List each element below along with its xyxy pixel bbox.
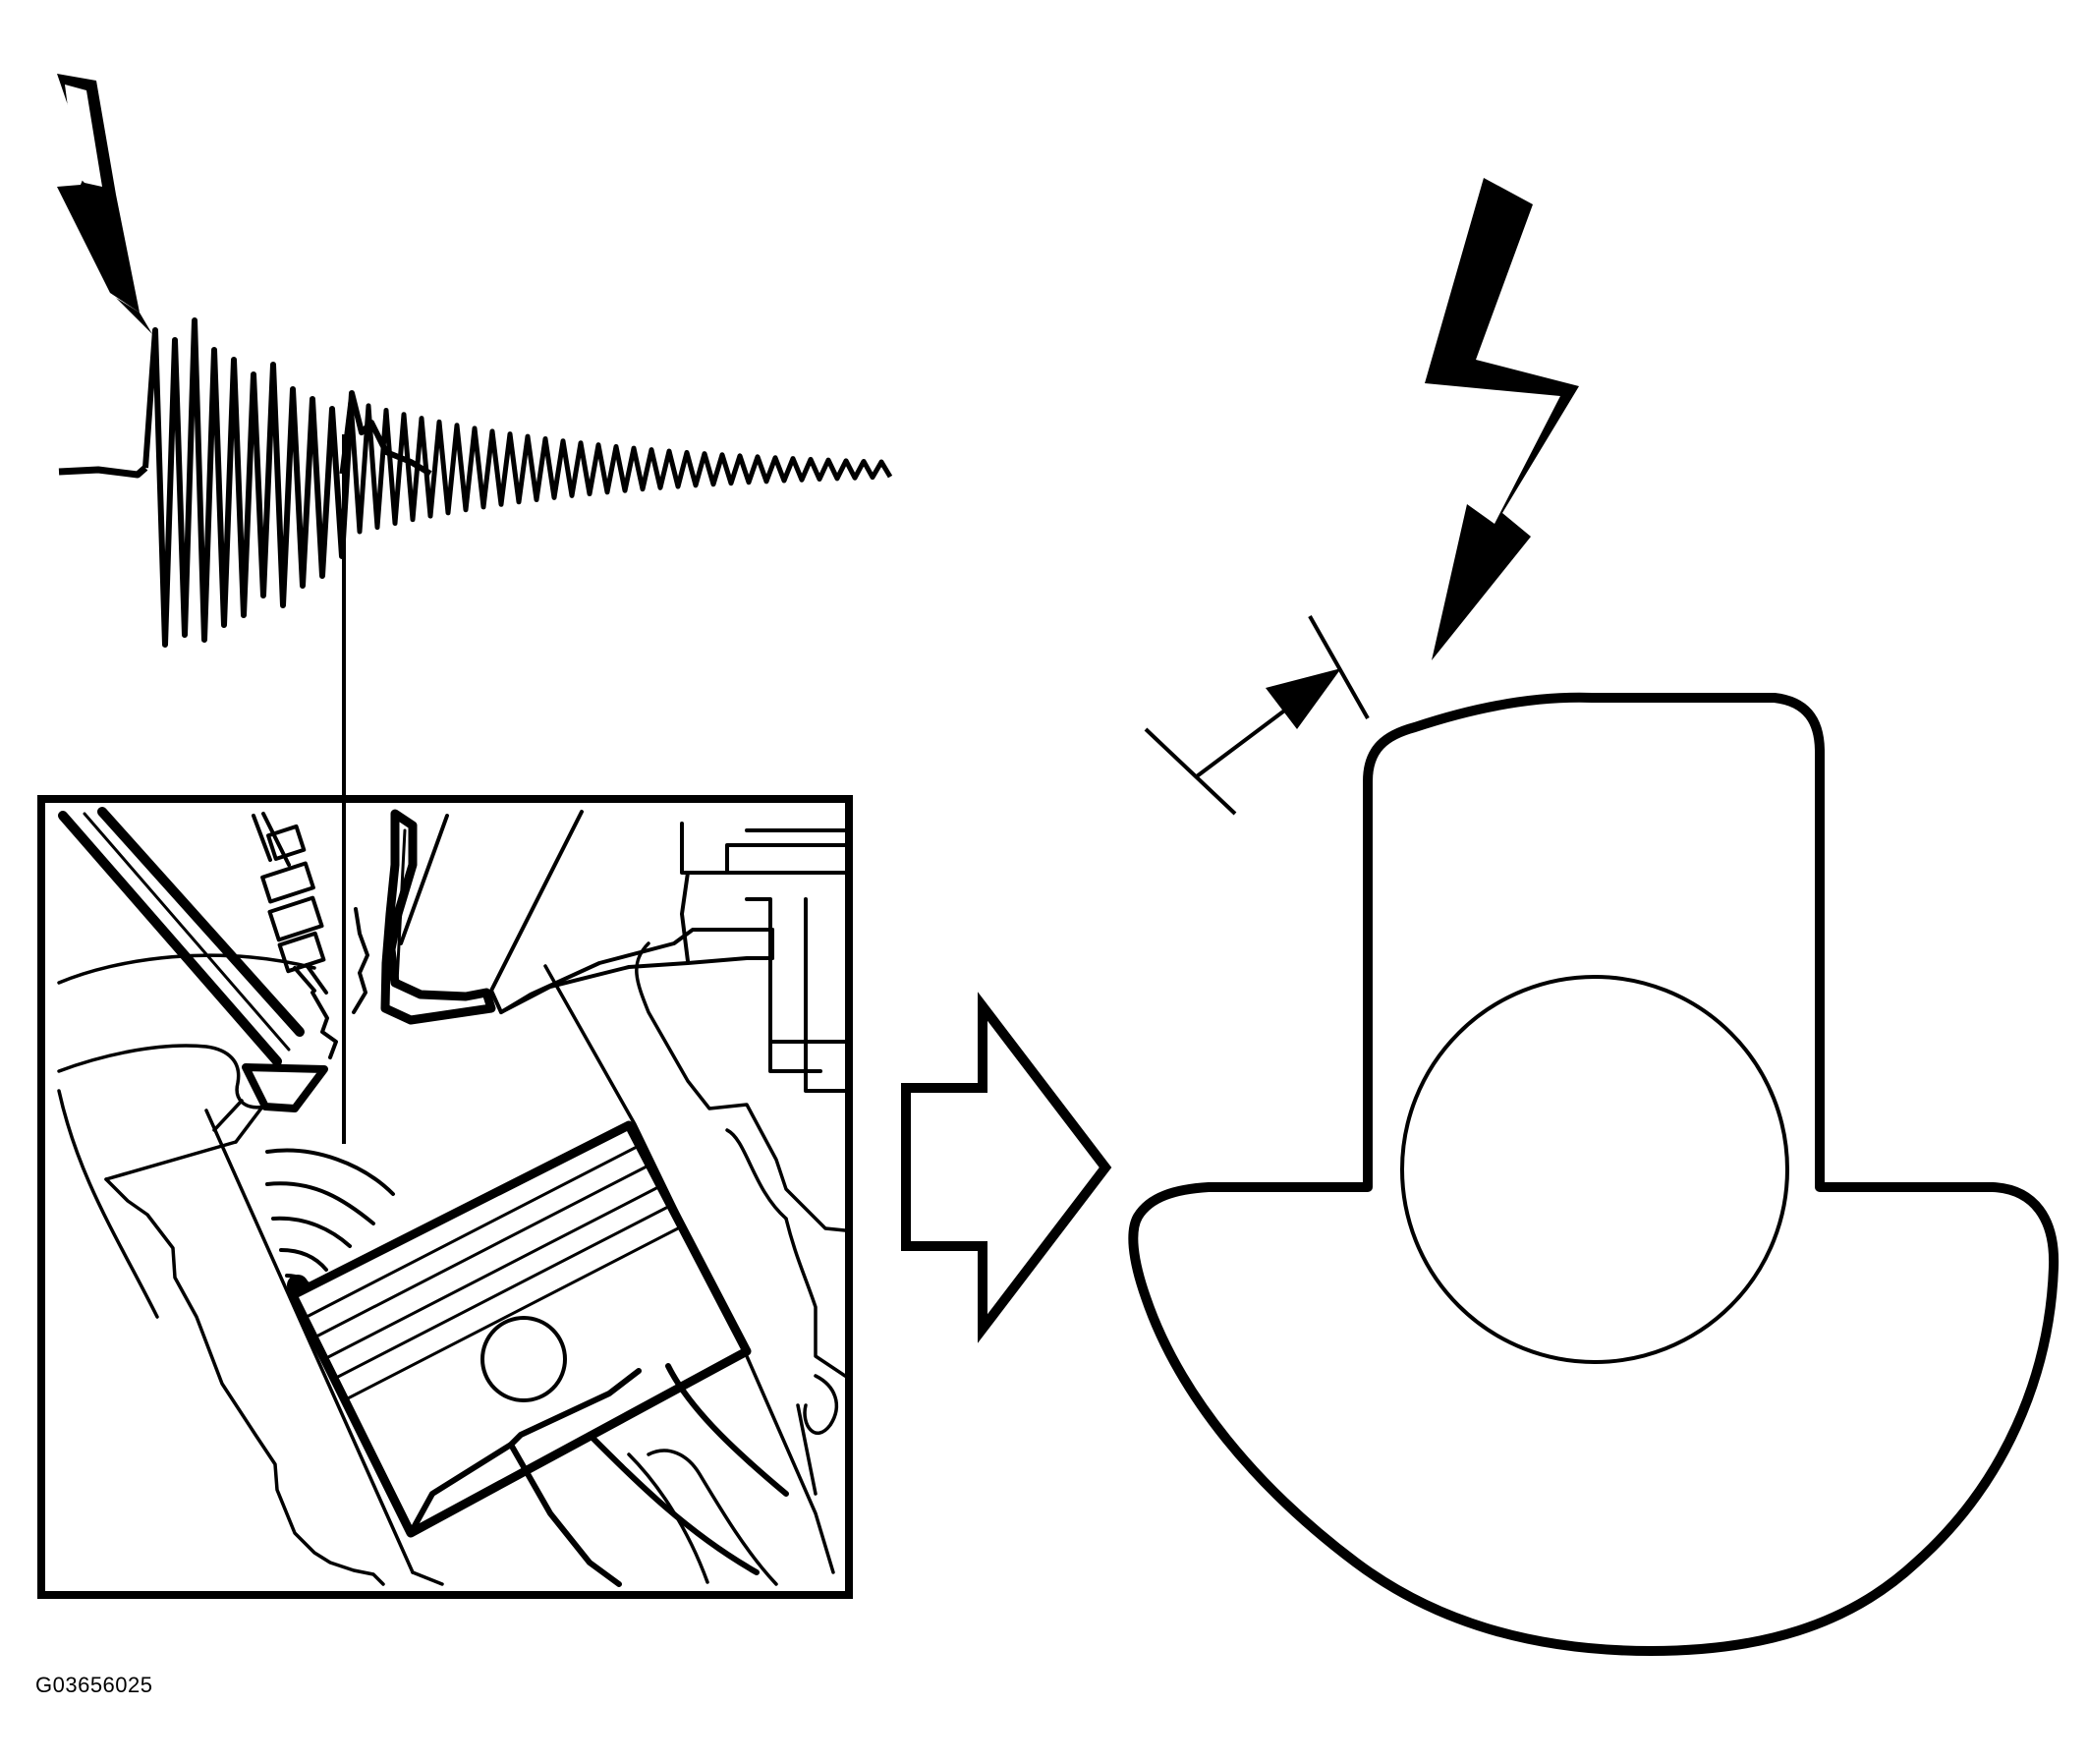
cylinder-head xyxy=(489,810,845,1093)
clearance-dimension xyxy=(1144,615,1370,816)
right-arrow-icon xyxy=(901,992,1112,1343)
intake-valve xyxy=(58,807,328,1112)
connecting-rod xyxy=(408,1363,789,1587)
spark-plug xyxy=(252,812,369,1059)
knock-waveform xyxy=(58,317,893,648)
exhaust-valve xyxy=(380,809,496,1025)
cylinder-wall-left xyxy=(57,953,444,1586)
engine-cutaway xyxy=(37,795,853,1599)
figure-id-label: G03656025 xyxy=(35,1673,153,1697)
knock-sensor xyxy=(1128,692,2059,1656)
knock-sound-waves xyxy=(265,1148,395,1296)
right-lightning-bolt-icon xyxy=(1425,178,1579,660)
left-lightning-bolt-icon xyxy=(57,74,152,334)
piston-pin xyxy=(480,1316,567,1402)
piston xyxy=(288,1120,752,1538)
cutaway-frame xyxy=(37,795,853,1599)
knock-sensor-bore xyxy=(1400,975,1789,1364)
